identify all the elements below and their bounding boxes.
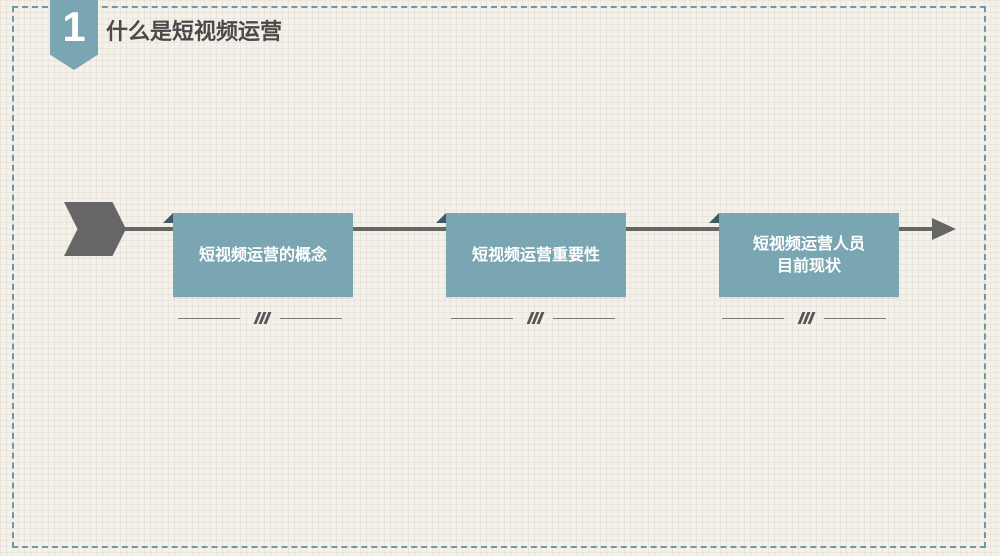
step-label-importance: 短视频运营重要性 (471, 245, 600, 264)
slash-marks-icon (797, 312, 816, 326)
dashed-frame (12, 6, 986, 548)
step-divider-1 (178, 312, 348, 326)
step-label-status: 短视频运营人员 目前现状 (752, 234, 865, 275)
step-box-importance[interactable]: 短视频运营重要性 (446, 213, 626, 297)
step-box-concept[interactable]: 短视频运营的概念 (173, 213, 353, 297)
step-label-concept: 短视频运营的概念 (198, 245, 327, 264)
step-divider-3 (722, 312, 892, 326)
box-fold-2 (436, 213, 446, 223)
page-title: 什么是短视频运营 (106, 20, 283, 45)
slash-marks-icon (253, 312, 272, 326)
box-fold-1 (163, 213, 173, 223)
step-box-status[interactable]: 短视频运营人员 目前现状 (719, 213, 899, 297)
arrow-head-icon (932, 218, 956, 240)
section-number-badge: 1 (50, 0, 98, 70)
slash-marks-icon (526, 312, 545, 326)
step-divider-2 (451, 312, 621, 326)
box-fold-3 (709, 213, 719, 223)
